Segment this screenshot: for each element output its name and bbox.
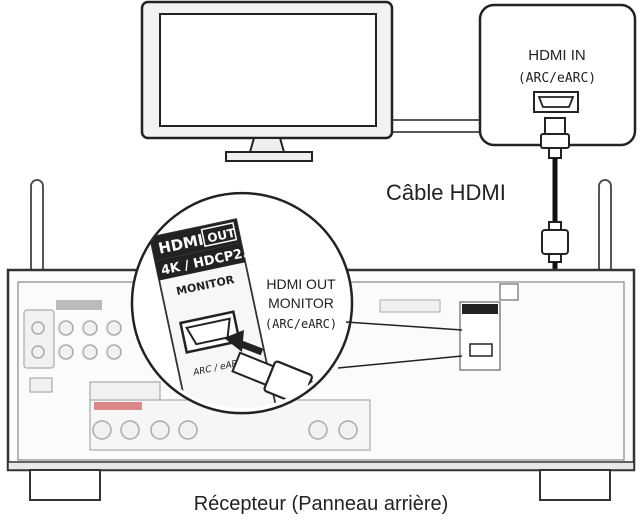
tv-illustration: [140, 0, 394, 162]
receiver-caption: Récepteur (Panneau arrière): [194, 493, 449, 515]
receiver-callout-line1: HDMI OUT: [266, 276, 336, 292]
magnifier-leader-lines: [337, 321, 463, 369]
panel-hdmi-out-port: [459, 301, 501, 371]
hdmi-in-subtitle: (ARC/eARC): [518, 71, 596, 86]
tv-to-callout-lines: [392, 119, 480, 133]
hdmi-port-icon: [533, 91, 579, 113]
receiver-callout-line2: MONITOR: [268, 295, 334, 311]
cable-label: Câble HDMI: [386, 180, 506, 205]
hdmi-in-callout: HDMI IN (ARC/eARC): [478, 3, 637, 147]
magnified-out-box: OUT: [206, 226, 237, 246]
magnified-port-callout: HDMI OUT 4K / HDCP2.3 MONITOR ARC / eARC: [130, 191, 354, 415]
receiver-callout-line3: (ARC/eARC): [265, 317, 337, 331]
insert-arrow: [224, 330, 264, 356]
hdmi-in-title: HDMI IN: [528, 47, 586, 64]
